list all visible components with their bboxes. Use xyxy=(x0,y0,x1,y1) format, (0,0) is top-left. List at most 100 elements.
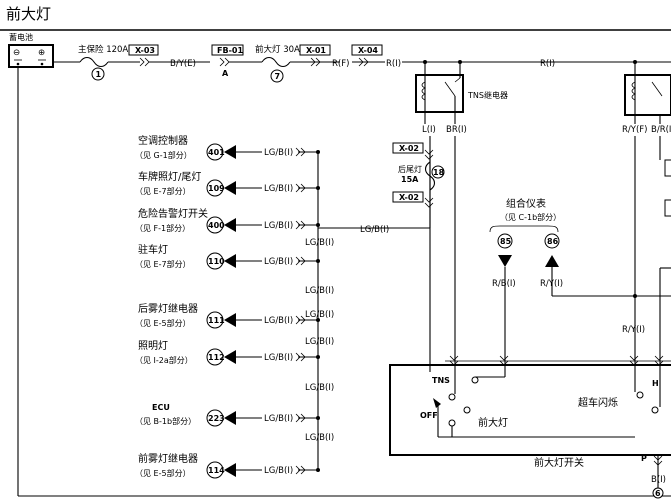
component-badge xyxy=(206,409,224,427)
tns-relay-coil xyxy=(421,81,426,101)
switch-pos-off: OFF xyxy=(420,411,438,420)
bus-label-1: LG/B(I) xyxy=(305,238,334,248)
dimmer-relay: R/Y(F) B/R(I) R/Y(I) xyxy=(622,62,671,360)
conn-x01: X-01 xyxy=(306,46,326,55)
dimmer-wire-left: R/Y(F) xyxy=(622,125,647,135)
component-connector xyxy=(295,413,306,423)
switch-pos-h: H xyxy=(652,379,659,388)
tail-fuse-conn-bottom-arrow xyxy=(424,197,434,208)
combination-meter: 组合仪表 （见 C-1b部分） 85 86 R/B(I) R/Y(I) xyxy=(489,197,671,360)
bus-label-6: LG/B(I) xyxy=(305,433,334,443)
tail-fuse-conn-top-arrow xyxy=(424,149,434,160)
wire-r-f: R(F) xyxy=(332,59,349,69)
component-no: 110 xyxy=(208,257,225,266)
switch-pin-p: P xyxy=(641,454,647,463)
component-arrow xyxy=(224,411,236,425)
hl-fuse-no: 7 xyxy=(275,72,281,81)
battery: 蓄电池 ⊖ ⊕ xyxy=(8,32,54,68)
tns-wire-left: L(I) xyxy=(422,125,436,135)
headlight-switch: TNS OFF 前大灯 超车闪烁 H 前大灯开关 P B(I) 6 xyxy=(389,355,671,499)
component-arrow xyxy=(224,181,236,195)
component-junction xyxy=(316,355,320,359)
component-name: 空调控制器 xyxy=(138,134,188,147)
switch-pos-flash: 超车闪烁 xyxy=(578,396,618,409)
component-connector xyxy=(295,315,306,325)
battery-minus: ⊖ xyxy=(13,48,20,58)
conn-x03: X-03 xyxy=(135,46,155,55)
component-no: 109 xyxy=(208,184,225,193)
component-badge xyxy=(206,143,224,161)
component-arrow xyxy=(224,463,236,477)
component-no: 111 xyxy=(208,316,225,325)
dimmer-relay-contact xyxy=(651,81,663,97)
conn-fb01-box xyxy=(211,44,244,56)
tns-wire-right: BR(I) xyxy=(446,125,467,135)
component-badge xyxy=(206,216,224,234)
tail-fuse-label2: 15A xyxy=(401,175,419,184)
headlight-switch-box xyxy=(389,364,671,456)
component-wire-label-bg xyxy=(262,219,298,231)
conn-fb01: FB-01 xyxy=(217,46,243,55)
tail-fuse-badge xyxy=(431,165,445,179)
switch-pos-hl: 前大灯 xyxy=(478,416,508,429)
component-junction xyxy=(316,259,320,263)
bus-label-3: LG/B(I) xyxy=(305,310,334,320)
tns-relay: TNS继电器 L(I) BR(I) xyxy=(415,62,508,360)
bus-label-5: LG/B(I) xyxy=(305,383,334,393)
component-ref: （见 E-7部分） xyxy=(135,186,191,196)
component-junction xyxy=(316,416,320,420)
cluster-pin-right-badge xyxy=(544,233,560,249)
dimmer-relay-coil xyxy=(631,81,636,101)
cluster-pin-left-badge xyxy=(497,233,513,249)
component-name: ECU xyxy=(152,403,170,412)
component-badge xyxy=(206,179,224,197)
component-wire-label: LG/B(I) xyxy=(264,184,293,194)
conn-x04: X-04 xyxy=(358,46,378,55)
component-ref: （见 E-7部分） xyxy=(135,259,191,269)
main-fuse-badge xyxy=(91,67,105,81)
component-wire-label-bg xyxy=(262,314,298,326)
component-no: 112 xyxy=(208,353,225,362)
switch-label: 前大灯开关 xyxy=(534,456,584,469)
battery-plus: ⊕ xyxy=(38,48,45,58)
main-fuse-no: 1 xyxy=(96,70,102,79)
tail-fuse-conn-top: X-02 xyxy=(399,144,419,153)
cluster-pin-right: 86 xyxy=(547,237,559,246)
bus-label-2: LG/B(I) xyxy=(305,286,334,296)
component-connector xyxy=(295,147,306,157)
component-junction xyxy=(316,223,320,227)
dimmer-side-box-2 xyxy=(664,199,671,217)
component-name: 照明灯 xyxy=(138,340,168,352)
diagram-title: 前大灯 xyxy=(6,5,51,23)
component-arrow xyxy=(224,254,236,268)
main-fuse-symbol xyxy=(79,56,109,68)
component-connector xyxy=(295,256,306,266)
battery-box xyxy=(8,44,54,68)
conn-x01-arrow xyxy=(310,57,321,67)
component-ref: （见 B-1b部分） xyxy=(135,416,196,426)
component-ref: （见 F-1部分） xyxy=(135,223,190,233)
cluster-brace xyxy=(489,225,559,233)
component-name: 车牌照灯/尾灯 xyxy=(138,170,201,183)
tail-fuse-no: 18 xyxy=(433,168,445,177)
ground-badge xyxy=(652,487,664,499)
ground-no: 6 xyxy=(655,489,661,498)
component-name: 驻车灯 xyxy=(138,243,168,256)
component-name: 危险告警灯开关 xyxy=(138,207,208,220)
component-connector xyxy=(295,183,306,193)
component-wire-label-bg xyxy=(262,464,298,476)
cluster-pin-left: 85 xyxy=(500,237,512,246)
component-wire-label: LG/B(I) xyxy=(264,148,293,158)
wire-r-2: R(I) xyxy=(540,59,555,69)
cluster-arrow-down xyxy=(498,255,512,267)
component-no: 400 xyxy=(208,221,225,230)
conn-x01-box xyxy=(299,44,331,56)
dimmer-relay-box xyxy=(624,74,671,116)
tns-relay-contact xyxy=(444,81,456,97)
tail-fuse-conn-bottom: X-02 xyxy=(399,193,419,202)
component-junction xyxy=(316,468,320,472)
conn-x04-box xyxy=(351,44,383,56)
conn-fb01-arrow xyxy=(219,57,230,67)
tail-fuse-conn-bottom-box xyxy=(392,191,424,203)
